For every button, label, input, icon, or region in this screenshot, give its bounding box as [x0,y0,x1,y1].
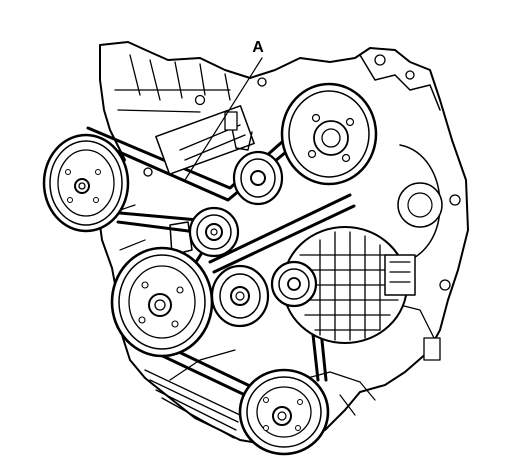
callout-leader-line [184,57,263,181]
callout-a: A [184,39,264,181]
crankshaft-pulley [110,246,214,358]
air-conditioning-compressor-pulley [238,368,330,456]
alternator-pulley [270,260,318,308]
callout-label: A [252,39,264,56]
engine-block [97,41,469,446]
water-pump-pulley [280,82,378,186]
idler-pulley [169,206,240,258]
lower-idler-pulley [210,264,270,328]
power-steering-pulley [42,133,130,233]
tensioner-pulley [155,105,284,206]
